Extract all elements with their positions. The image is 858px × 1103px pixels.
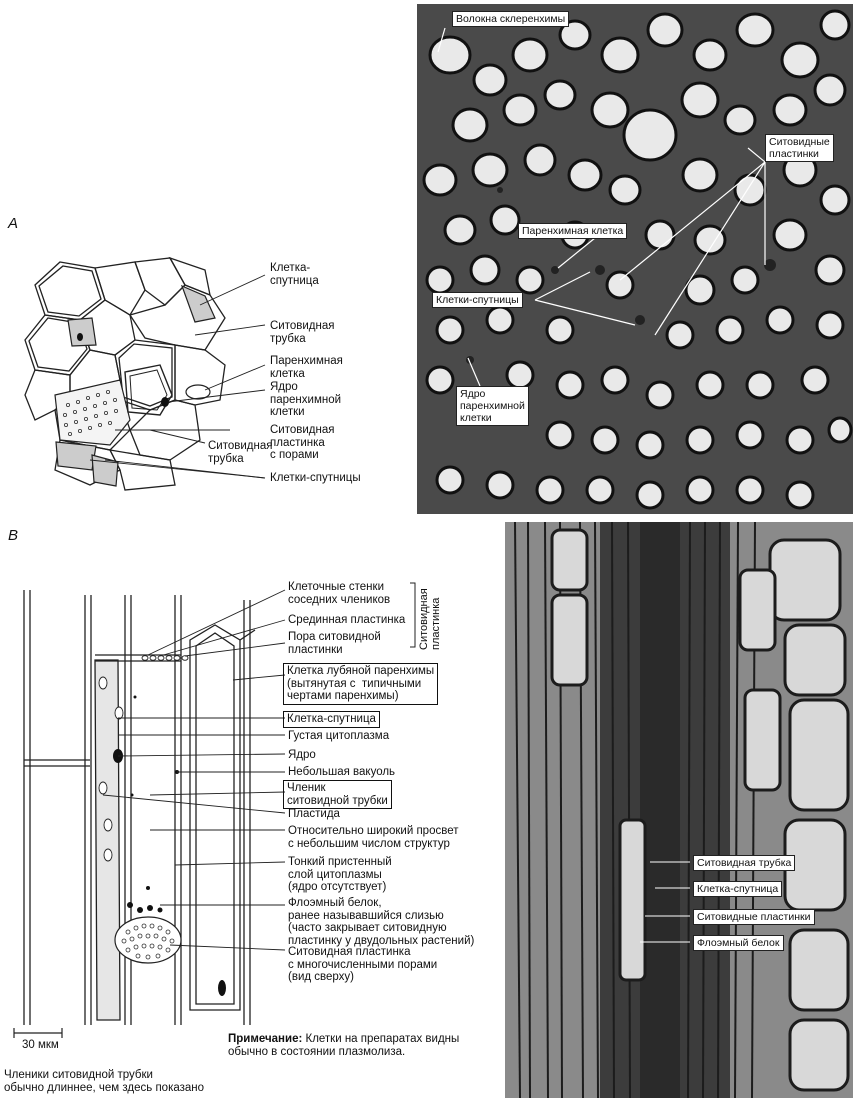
- panel-a-letter: А: [8, 215, 19, 232]
- label-a-sieve-tube: Ситовидная трубка: [270, 320, 335, 345]
- label-a-sieve-tube-2: Ситовидная трубка: [208, 440, 273, 465]
- label-v-plastid: Пластида: [288, 808, 340, 820]
- label-g-phloem-protein: Флоэмный белок: [693, 935, 784, 951]
- label-v-cell-walls: Клеточные стенки соседних члеников: [288, 581, 391, 606]
- label-v-sieve-element: Членик ситовидной трубки: [283, 780, 392, 809]
- label-v-wide-lumen: Относительно широкий просвет с небольшим…: [288, 825, 459, 850]
- label-v-middle-lamella: Срединная пластинка: [288, 614, 406, 626]
- note-bold: Примечание:: [228, 1033, 303, 1045]
- label-b-sclerenchyma: Волокна склеренхимы: [452, 11, 570, 27]
- label-b-sieve-plates: Ситовидные пластинки: [765, 134, 834, 162]
- label-v-thin-layer: Тонкий пристенный слой цитоплазмы (ядро …: [288, 856, 392, 893]
- label-a-sieve-plate: Ситовидная пластинка с порами: [270, 424, 335, 461]
- panel-v-letter: В: [8, 527, 19, 544]
- label-g-sieve-tube: Ситовидная трубка: [693, 855, 796, 871]
- label-b-parenchyma-cell: Паренхимная клетка: [518, 223, 628, 239]
- label-a-parenchyma-cell: Паренхимная клетка: [270, 355, 343, 380]
- label-a-parenchyma-nucleus: Ядро паренхимной клетки: [270, 381, 342, 418]
- scale-bar-label: 30 мкм: [22, 1039, 59, 1051]
- note: Примечание: Клетки на препаратах видны о…: [228, 1033, 459, 1058]
- label-v-sieve-plate-top: Ситовидная пластинка с многочисленными п…: [288, 946, 438, 983]
- footer-note: Членики ситовидной трубки обычно длиннее…: [4, 1069, 205, 1094]
- label-v-bast-parenchyma: Клетка лубяной паренхимы (вытянутая с ти…: [283, 663, 439, 705]
- note-text: Клетки на препаратах видны обычно в сост…: [228, 1033, 460, 1058]
- label-b-companion-cells: Клетки-спутницы: [432, 292, 523, 308]
- label-a-companion-cells: Клетки-спутницы: [270, 472, 361, 484]
- label-v-small-vacuole: Небольшая вакуоль: [288, 766, 396, 778]
- label-v-dense-cytoplasm: Густая цитоплазма: [288, 730, 390, 742]
- label-v-companion-cell: Клетка-спутница: [283, 711, 380, 728]
- label-g-companion-cell: Клетка-спутница: [693, 881, 783, 897]
- label-a-companion-cell: Клетка- спутница: [270, 262, 319, 287]
- label-v-nucleus: Ядро: [288, 749, 316, 761]
- label-v-sieve-pore: Пора ситовидной пластинки: [288, 631, 381, 656]
- label-v-phloem-protein: Флоэмный белок, ранее называвшийся слизь…: [288, 897, 475, 947]
- label-g-sieve-plates: Ситовидные пластинки: [693, 909, 815, 925]
- label-b-parenchyma-nucleus: Ядро паренхимной клетки: [456, 386, 529, 426]
